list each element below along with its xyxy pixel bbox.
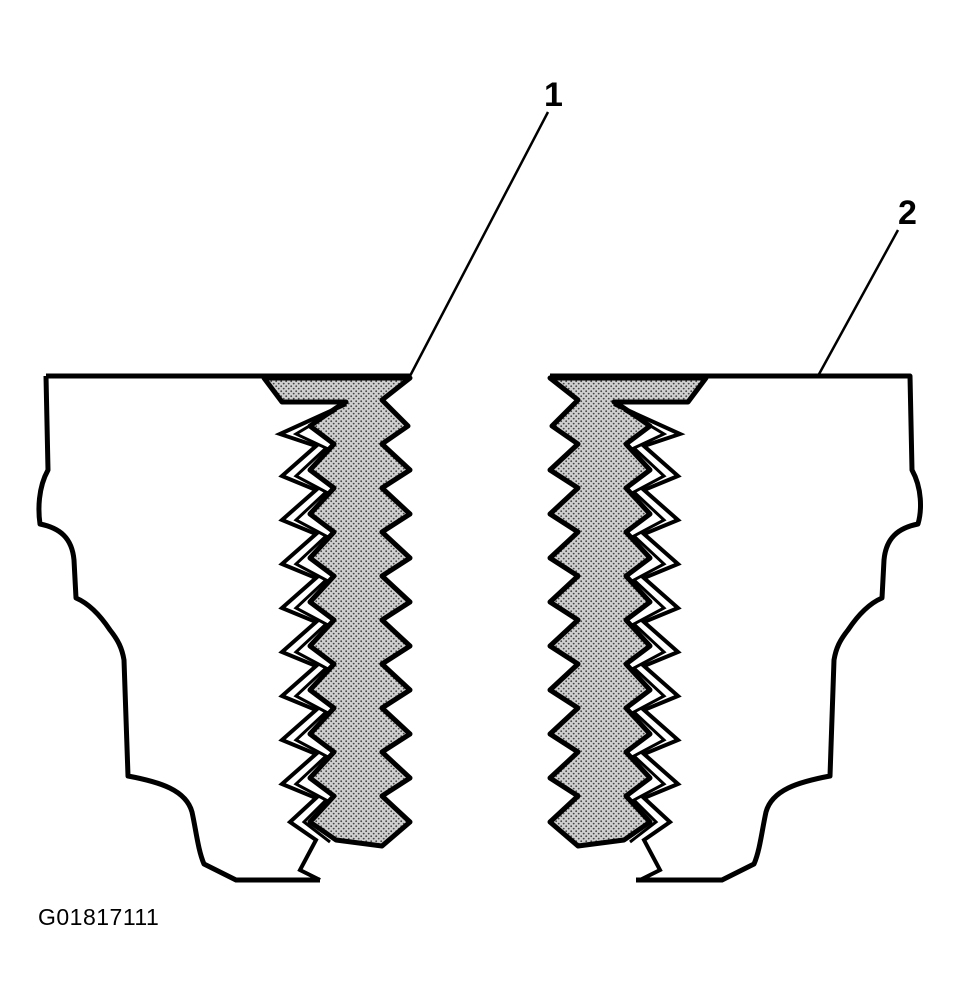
callout-1-label: 1 [544,76,563,114]
right-threaded-insert [547,375,709,849]
callout-2-label: 2 [898,194,917,232]
right-thread-inner-line [623,408,668,844]
right-thread-outer-line [613,402,686,882]
left-threaded-insert [261,375,413,849]
left-thread-inner-line [292,408,337,844]
left-thread-outer-line [274,402,347,882]
figure-id-label: G01817111 [38,904,160,930]
right-housing-body [550,373,923,883]
callout-1-leader-line [408,111,550,377]
callout-2-leader-line [816,229,900,377]
